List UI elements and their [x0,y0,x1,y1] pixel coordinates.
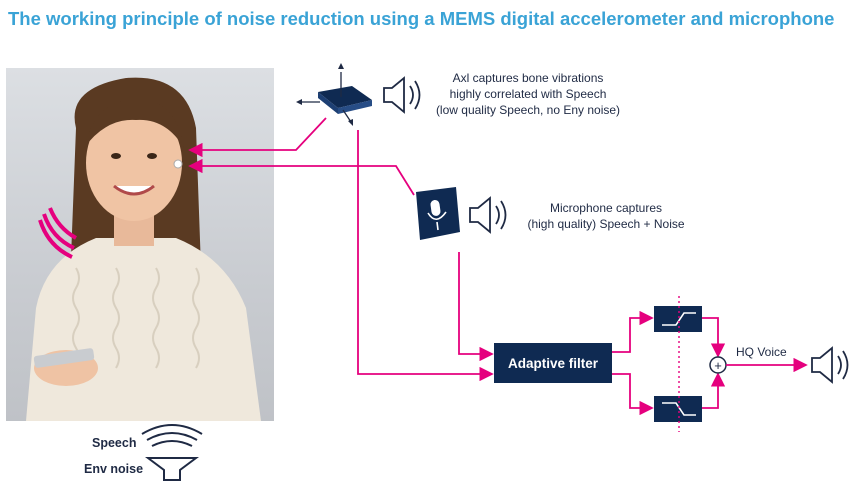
high-pass-filter-block [654,306,702,332]
accelerometer-note-line1: Axl captures bone vibrations [452,71,604,85]
microphone-note-line1: Microphone captures [549,201,663,215]
env-noise-legend-icon [145,457,199,481]
diagram-title: The working principle of noise reduction… [8,8,835,29]
microphone-signal-line [458,252,494,362]
speech-legend-icon [141,424,203,447]
microphone-note-line2: (high quality) Speech + Noise [527,217,685,231]
hq-voice-label: HQ Voice [736,345,787,359]
accelerometer-to-ear-line [188,117,327,158]
speaker-icon-accelerometer [383,76,421,114]
env-noise-legend-label: Env noise [84,462,144,476]
microphone-to-ear-line [188,158,415,196]
summing-symbol: + [714,358,722,373]
filter-to-lower-branch-line [612,373,654,416]
lower-branch-to-mixer-line [702,372,726,409]
filter-to-upper-branch-line [612,310,654,353]
speech-waves-icon [38,207,78,259]
low-pass-filter-block [654,396,702,422]
microphone-icon [416,187,460,240]
output-speaker-icon [811,346,849,384]
accelerometer-note-line3: (low quality Speech, no Eny noise) [435,103,621,117]
accelerometer-chip-icon [296,63,372,126]
person-illustration [26,77,261,421]
upper-branch-to-mixer-line [702,317,726,358]
accelerometer-note-line2: highly correlated with Speech [449,87,607,101]
accelerometer-note: Axl captures bone vibrations highly corr… [424,70,632,118]
accelerometer-signal-line [357,130,494,382]
adaptive-filter-block: Adaptive filter [494,343,612,383]
person-photo [6,68,274,421]
speech-legend-label: Speech [92,436,137,450]
microphone-note: Microphone captures (high quality) Speec… [508,200,704,232]
speaker-icon-microphone [469,196,507,234]
